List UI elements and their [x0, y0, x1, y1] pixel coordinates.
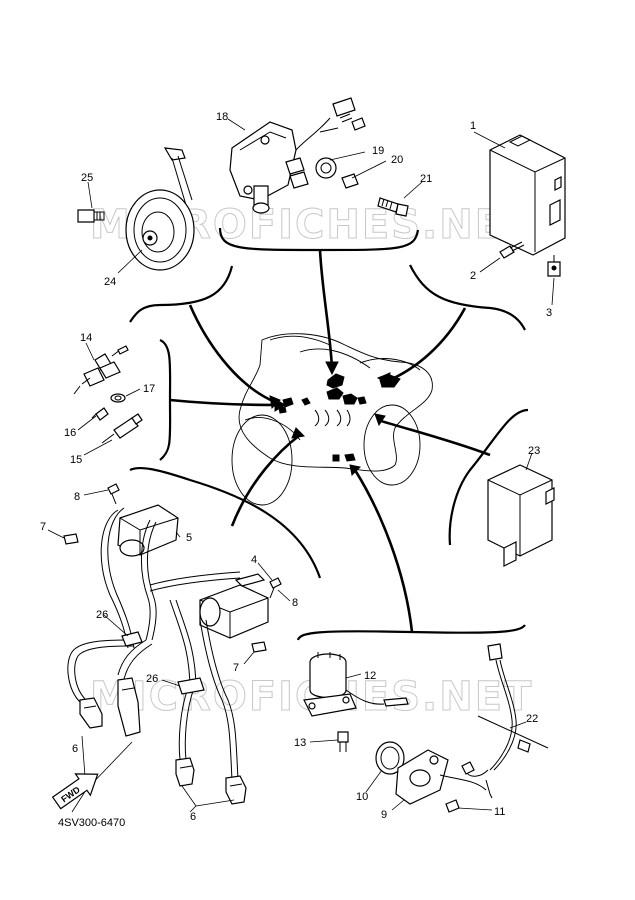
callout-20: 20 [391, 154, 403, 166]
bolt-13 [337, 731, 349, 752]
callout-18: 18 [216, 111, 228, 123]
callout-7b: 7 [233, 662, 239, 674]
bracket-3 [547, 255, 561, 277]
relay-23 [487, 464, 555, 567]
callout-26b: 26 [146, 673, 158, 685]
callout-26a: 26 [96, 609, 108, 621]
starter-relay-12 [303, 652, 409, 717]
callout-19: 19 [372, 145, 384, 157]
callout-5: 5 [186, 532, 192, 544]
callout-23: 23 [528, 445, 540, 457]
callout-25: 25 [81, 172, 93, 184]
callout-4: 4 [251, 554, 257, 566]
callout-1: 1 [470, 120, 476, 132]
nut-7b [251, 641, 267, 653]
callout-21: 21 [420, 173, 432, 185]
sensor-15 [101, 413, 143, 444]
callout-2: 2 [470, 270, 476, 282]
leader-lines [47, 118, 555, 813]
group-bracket-horn [129, 265, 281, 410]
horn [125, 147, 195, 271]
group-bracket-switches [296, 464, 526, 641]
callout-22: 22 [526, 713, 538, 725]
group-bracket-top [218, 227, 420, 376]
callout-8a: 8 [74, 491, 80, 503]
callout-labels: 1 2 3 4 5 6 6 7 7 8 8 9 10 11 12 13 14 1… [40, 111, 552, 823]
callout-9: 9 [381, 809, 387, 821]
washer-17 [110, 393, 126, 403]
ignition-coil-5 [117, 504, 179, 557]
screw-11 [445, 799, 460, 813]
callout-10: 10 [356, 791, 368, 803]
group-bracket-coils [129, 427, 322, 579]
screw-8b [269, 577, 282, 599]
bolt-21 [377, 197, 409, 217]
screw-2 [499, 241, 525, 259]
neutral-switch-9 [395, 749, 487, 805]
callout-8b: 8 [292, 597, 298, 609]
cdi-unit [489, 134, 566, 256]
callout-16: 16 [64, 427, 76, 439]
group-bracket-sensors [159, 338, 286, 461]
rectifier-regulator [229, 97, 366, 214]
callout-17: 17 [143, 383, 155, 395]
screw-8a [107, 483, 120, 505]
bolt-25 [77, 209, 105, 223]
callout-3: 3 [546, 307, 552, 319]
lead-22 [461, 643, 549, 799]
plug-caps [79, 677, 247, 805]
callout-24: 24 [104, 276, 116, 288]
callout-15: 15 [70, 454, 82, 466]
callout-14: 14 [80, 332, 92, 344]
callout-6a: 6 [72, 743, 78, 755]
plug-16 [91, 407, 109, 421]
group-bracket-relay [374, 408, 529, 546]
ignition-coil-4 [199, 573, 269, 639]
diagram-code: 4SV300-6470 [58, 817, 125, 829]
callout-13: 13 [294, 737, 306, 749]
callout-12: 12 [364, 670, 376, 682]
callout-7a: 7 [40, 521, 46, 533]
callout-6b: 6 [190, 811, 196, 823]
sensor-14 [73, 345, 129, 395]
nut-7a [63, 533, 79, 545]
callout-11: 11 [494, 806, 505, 818]
clamp-26b [177, 677, 205, 695]
group-bracket-cdi [376, 264, 526, 384]
collar-20 [341, 173, 359, 189]
o-ring-10 [375, 741, 405, 775]
fwd-arrow-icon: FWD [51, 773, 99, 810]
damper-19 [315, 157, 337, 179]
